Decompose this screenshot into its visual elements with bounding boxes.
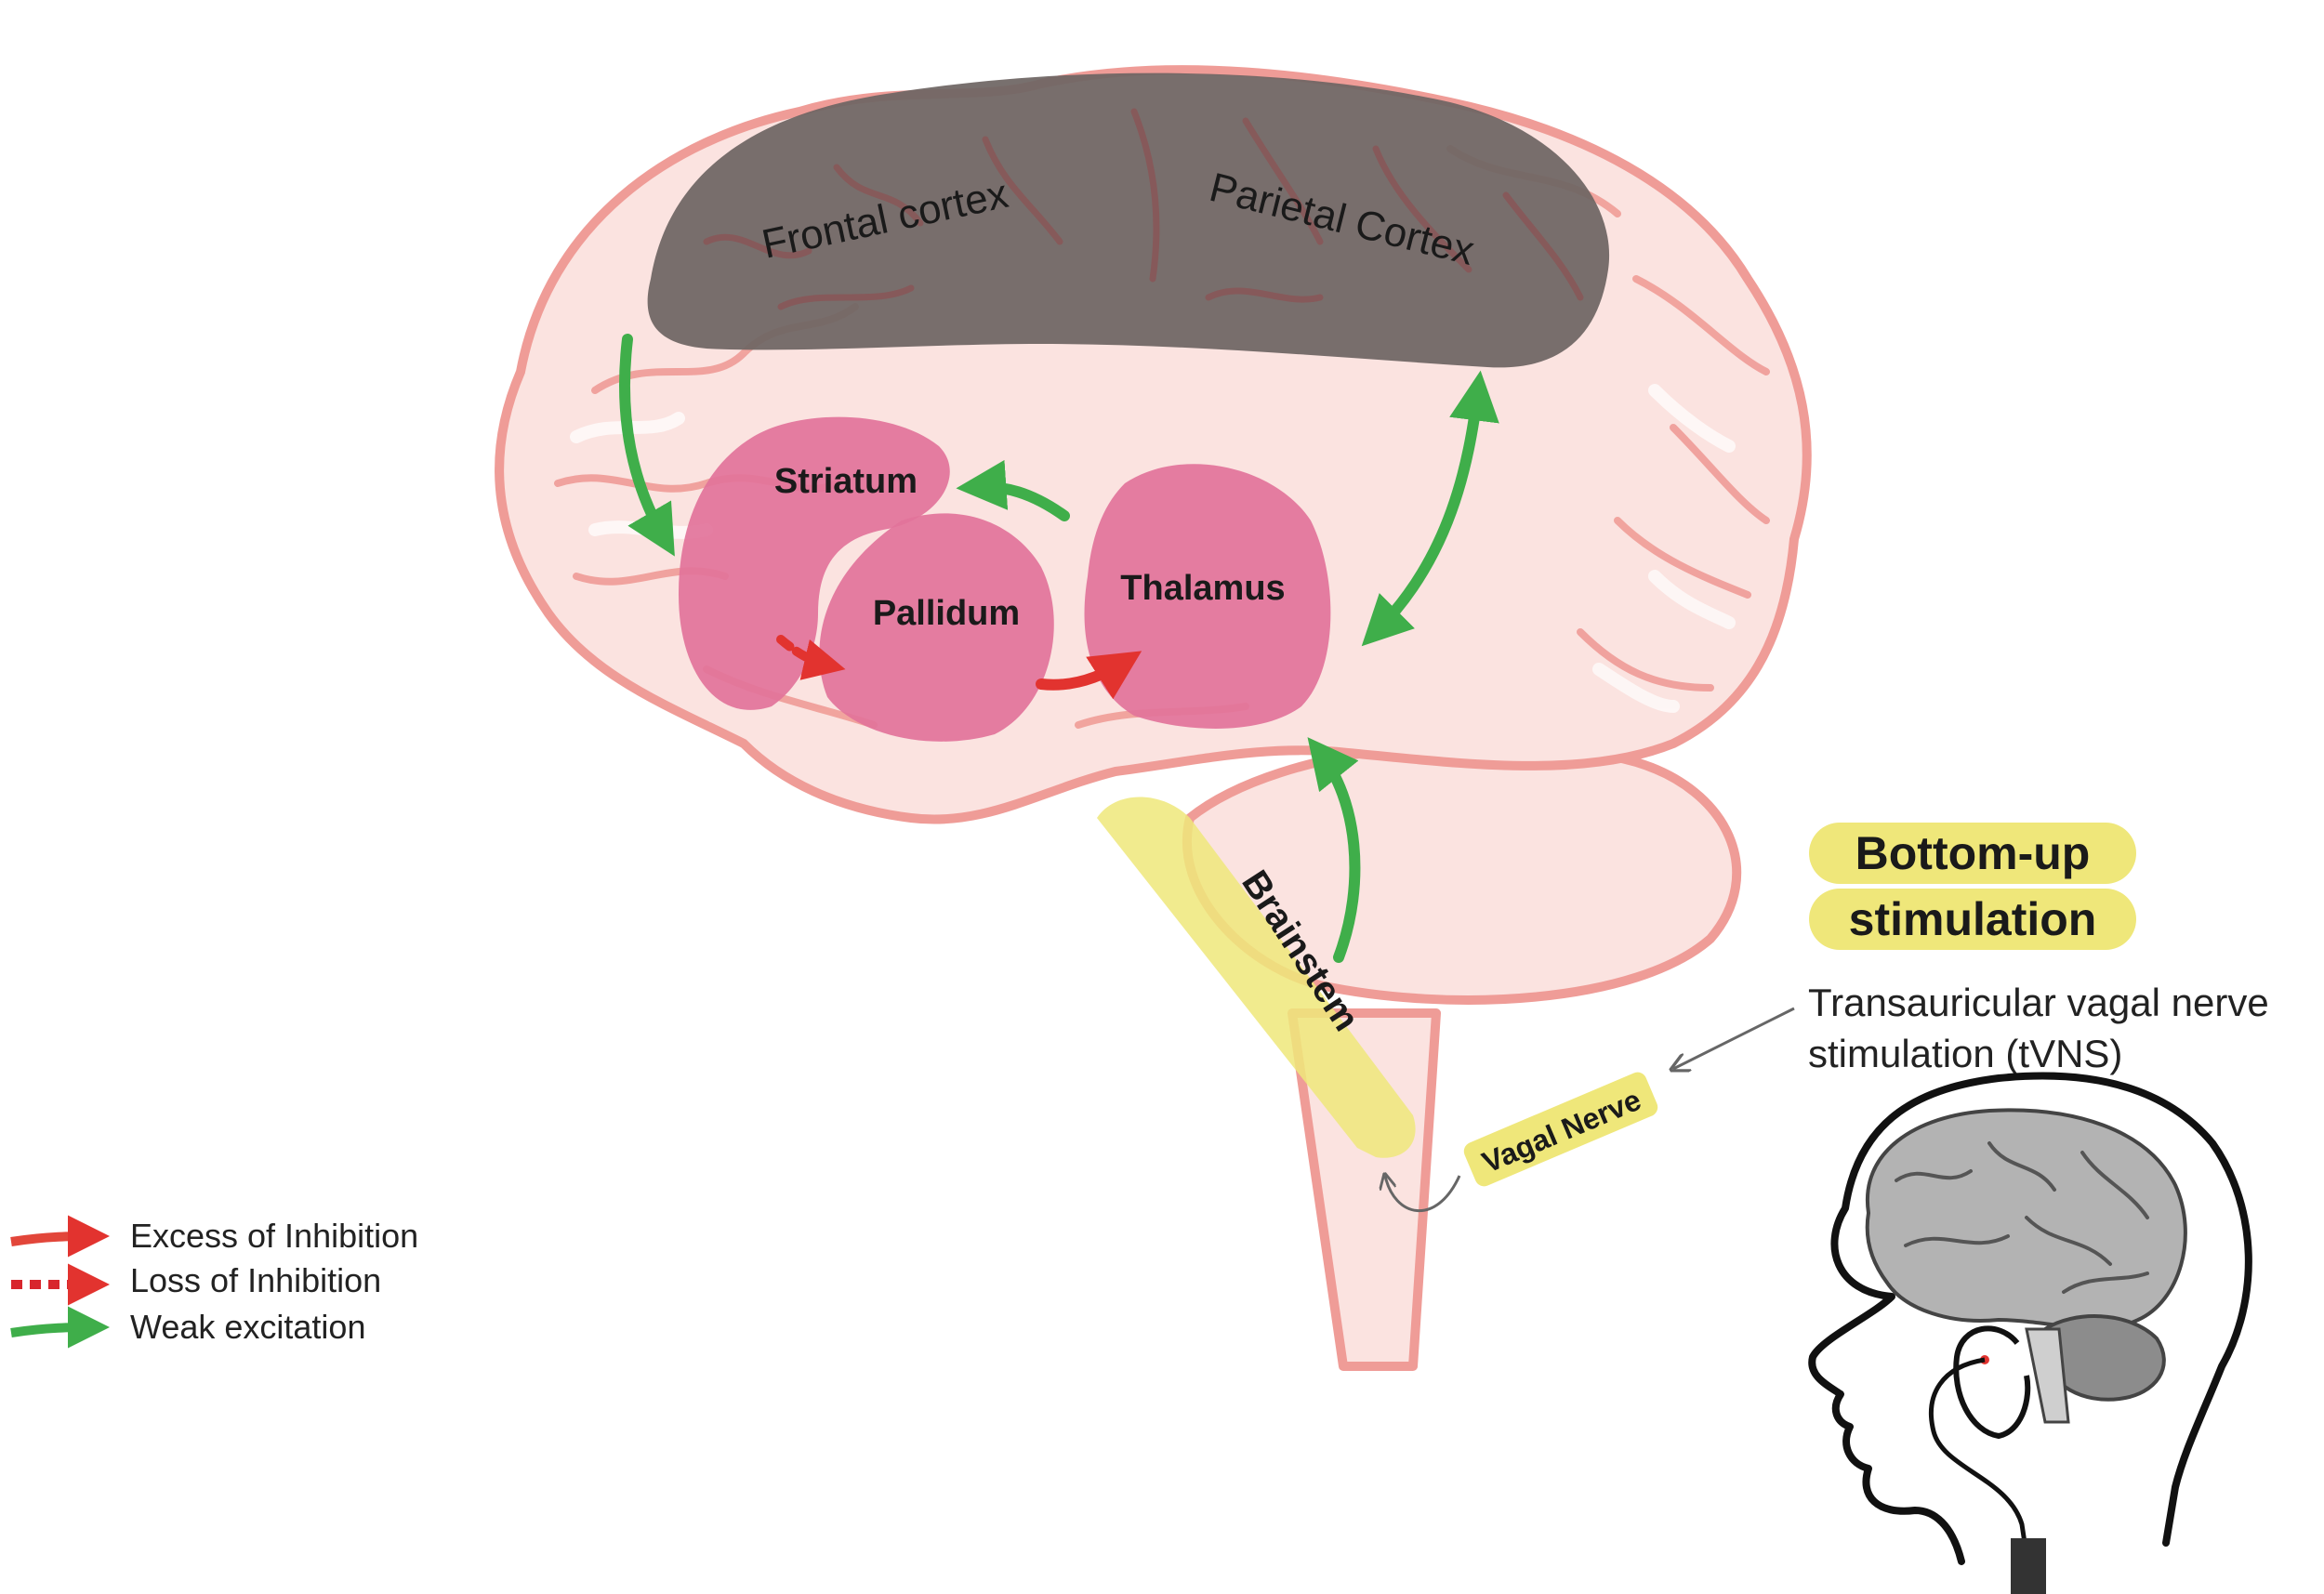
- thalamus-parietal-arrow: [1361, 370, 1499, 647]
- badge-line2-bg: [1809, 889, 2136, 950]
- stimulator-device: [2011, 1538, 2046, 1594]
- legend: Excess of Inhibition Loss of Inhibition …: [10, 1215, 418, 1349]
- legend-excess-inhibition-label: Excess of Inhibition: [130, 1217, 418, 1255]
- pallidum-label: Pallidum: [873, 594, 1020, 633]
- circuit-arrows: [618, 334, 1499, 963]
- badge-line2: stimulation: [1849, 893, 2097, 945]
- head-illustration: [1808, 1072, 2252, 1594]
- electrode-cable: [1928, 1357, 2027, 1544]
- legend-excess-inhibition-swatch: [10, 1215, 110, 1258]
- head-brain-folds: [1895, 1141, 2149, 1294]
- ear: [1953, 1325, 2031, 1440]
- callout-line2: stimulation (tVNS): [1808, 1032, 2122, 1075]
- pallidum-shape: [819, 513, 1054, 742]
- pallidum-to-thalamus-arrow: [1036, 651, 1142, 700]
- legend-loss-inhibition-label: Loss of Inhibition: [130, 1261, 381, 1299]
- tvns-callout: Transauricular vagal nerve stimulation (…: [1673, 981, 2269, 1075]
- bottom-up-badge: Bottom-up stimulation: [1809, 823, 2136, 950]
- callout-line1: Transauricular vagal nerve: [1808, 981, 2269, 1024]
- badge-line1: Bottom-up: [1855, 827, 2091, 879]
- head-brainstem: [2025, 1327, 2070, 1424]
- brainstem-to-thalamus-arrow: [1307, 737, 1361, 963]
- frontal-to-striatum-arrow: [618, 334, 675, 557]
- legend-weak-excitation-label: Weak excitation: [130, 1308, 365, 1346]
- head-outline: [1808, 1072, 2252, 1565]
- thalamus-to-striatum-arrow: [956, 459, 1070, 521]
- thalamus-label: Thalamus: [1120, 569, 1285, 608]
- striatum-shape: [679, 416, 950, 710]
- thalamus-shape: [1084, 464, 1331, 729]
- vagal-nerve-strip: [1463, 1072, 1658, 1187]
- callout-pointer-arrow: [1673, 1007, 1795, 1069]
- brain-illustration: [495, 65, 1812, 1371]
- cortex-sulci: [703, 108, 1584, 310]
- badge-line1-bg: [1809, 823, 2136, 884]
- brainstem-highlight: [1097, 797, 1416, 1158]
- vagal-feedback-arrow: [1385, 1176, 1461, 1213]
- striatum-label: Striatum: [774, 462, 918, 501]
- legend-weak-excitation-swatch: [10, 1306, 110, 1349]
- striatum-to-pallidum-arrow: [776, 635, 846, 680]
